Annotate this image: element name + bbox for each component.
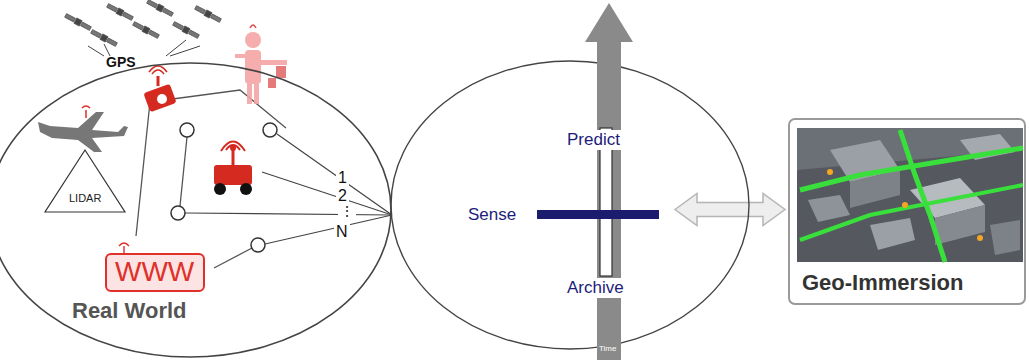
city-render-image: [797, 128, 1023, 262]
outline-shape: [45, 150, 125, 212]
gps-label: GPS: [106, 55, 136, 69]
channel-number: 2: [336, 188, 349, 204]
channel-number: N: [334, 224, 350, 240]
panel-title: Geo-Immersion: [802, 270, 963, 295]
www-box: WWW: [105, 253, 205, 292]
airplane-icon: [38, 106, 128, 152]
outline-shape: [391, 61, 749, 349]
region-title: Real World: [72, 298, 187, 323]
sensing-hub: PredictSenseArchiveTime: [390, 60, 750, 350]
satellites: [64, 0, 222, 47]
present-window: [600, 128, 612, 276]
sensor-label: LIDAR: [69, 192, 101, 205]
channel-number: 1: [336, 170, 349, 186]
time-axis-shaft: [597, 36, 621, 360]
axis-label: Time: [599, 344, 616, 353]
double-arrow: [675, 194, 785, 226]
geo-immersion-panel: Geo-Immersion: [788, 118, 1026, 305]
person-sensor-icon: [235, 25, 287, 104]
phase-label: Sense: [468, 205, 516, 225]
channel-ellipsis: ⋮: [338, 204, 356, 218]
camera-sensor-icon: [143, 66, 176, 112]
sense-bar: [537, 210, 659, 219]
ellipse-outline: [0, 62, 392, 358]
channel-lines: [185, 134, 392, 244]
ellipse-outline: [390, 60, 750, 350]
network-lines: [136, 90, 286, 268]
real-world-region: Real World LIDAR WWW: [0, 62, 392, 358]
phase-label: Predict: [565, 130, 622, 150]
robot-sensor-icon: [214, 142, 252, 196]
gps-rays: [88, 40, 200, 56]
www-label: WWW: [115, 256, 194, 288]
phase-label: Archive: [565, 278, 626, 298]
outline-shape: [0, 63, 391, 357]
sensor-circles: [171, 123, 277, 252]
lidar-beam: LIDAR: [45, 150, 125, 212]
time-axis-head: [585, 3, 633, 42]
